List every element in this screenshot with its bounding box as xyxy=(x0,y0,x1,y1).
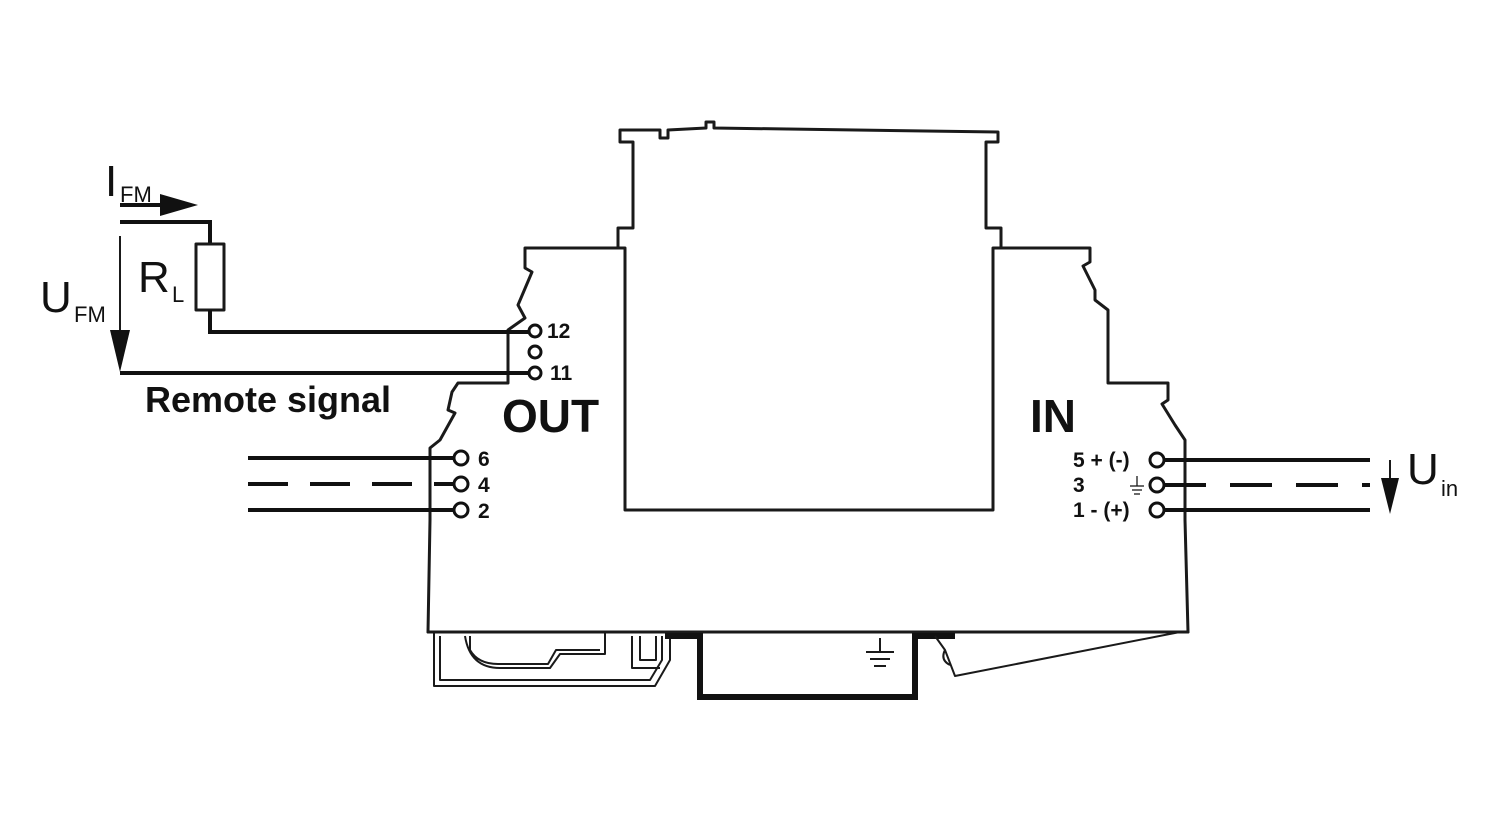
terminal-3 xyxy=(1148,476,1166,494)
input-voltage-arrow-head xyxy=(1381,478,1399,514)
diagram-labels: I FM U FM R L Remote signal OUT IN 12 11… xyxy=(40,157,1458,523)
device-housing xyxy=(426,120,1190,700)
din-rail xyxy=(665,633,955,700)
terminal-11 xyxy=(527,365,543,381)
voltage-out-label: U xyxy=(40,273,72,322)
remote-signal-circuit xyxy=(110,194,543,381)
rail-latch-right xyxy=(934,631,1181,677)
terminal-1 xyxy=(1148,501,1166,519)
terminal-2 xyxy=(452,501,470,519)
voltage-in-label-sub: in xyxy=(1441,476,1458,501)
terminal-12 xyxy=(527,323,543,339)
terminal-4-label: 4 xyxy=(478,474,490,497)
input-wiring xyxy=(1130,451,1399,519)
plug-module-outline xyxy=(616,120,1003,512)
remote-signal-label: Remote signal xyxy=(145,379,391,420)
terminal-1-label: 1 - (+) xyxy=(1073,499,1130,522)
ground-icon xyxy=(866,638,894,667)
resistor-symbol xyxy=(194,242,226,312)
wire-to-resistor xyxy=(120,220,212,244)
output-wiring xyxy=(248,449,470,519)
current-arrow-head xyxy=(160,194,198,216)
voltage-out-label-sub: FM xyxy=(74,302,106,327)
terminal-11-label: 11 xyxy=(550,362,573,385)
terminal-3-label: 3 xyxy=(1073,474,1085,497)
resistor-label-sub: L xyxy=(172,282,184,307)
rail-latch-left xyxy=(433,632,671,687)
terminal-2-label: 2 xyxy=(478,500,490,523)
out-label: OUT xyxy=(502,390,599,442)
terminal-5-label: 5 + (-) xyxy=(1073,449,1130,472)
base-left-shoulder xyxy=(426,246,620,634)
current-label-sub: FM xyxy=(120,182,152,207)
resistor-label: R xyxy=(138,253,170,302)
terminal-6 xyxy=(452,449,470,467)
in-label: IN xyxy=(1030,390,1076,442)
wire-to-terminal-12 xyxy=(208,310,528,334)
voltage-arrow-head xyxy=(110,330,130,372)
terminal-4 xyxy=(452,475,470,493)
terminal-12-label: 12 xyxy=(547,320,570,343)
base-right-shoulder xyxy=(999,246,1190,634)
terminal-middle xyxy=(527,344,543,360)
terminal-6-label: 6 xyxy=(478,448,490,471)
voltage-in-label: U xyxy=(1407,445,1439,494)
current-label: I xyxy=(105,157,117,206)
terminal-ground-icon xyxy=(1130,476,1144,495)
terminal-5 xyxy=(1148,451,1166,469)
